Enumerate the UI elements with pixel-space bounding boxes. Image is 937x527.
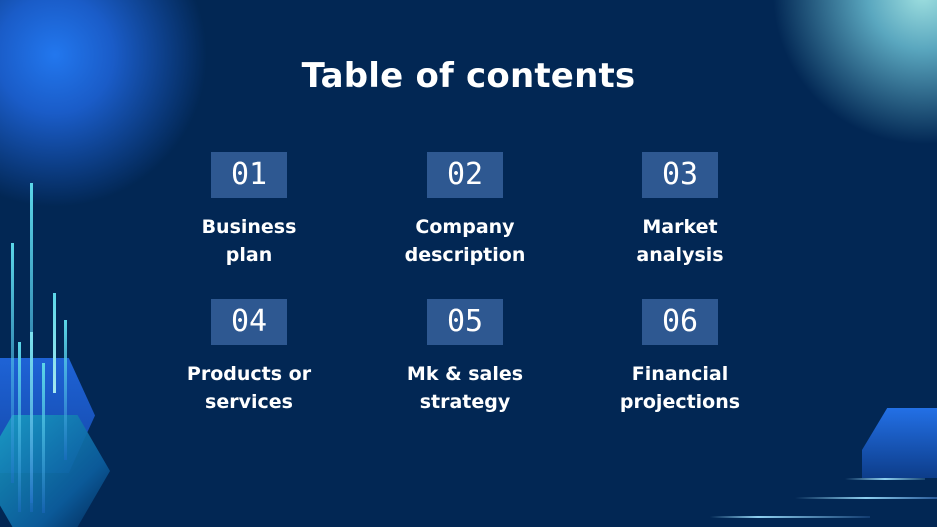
decorative-line	[795, 497, 937, 499]
decorative-line	[53, 293, 56, 393]
section-number: 05	[427, 299, 503, 345]
decorative-line	[710, 516, 870, 518]
section-number: 04	[211, 299, 287, 345]
decorative-line	[845, 478, 925, 480]
section-number: 02	[427, 152, 503, 198]
decorative-line	[42, 363, 45, 513]
section-number: 06	[642, 299, 718, 345]
decorative-line	[11, 243, 14, 483]
decorative-line	[64, 320, 67, 460]
section-number: 03	[642, 152, 718, 198]
section-number: 01	[211, 152, 287, 198]
decorative-shape-bottom-right	[862, 408, 937, 478]
page-title: Table of contents	[301, 56, 636, 96]
decorative-line	[18, 342, 21, 512]
decorative-line	[30, 332, 33, 512]
decorative-hexagon-left-cyan	[0, 415, 110, 527]
